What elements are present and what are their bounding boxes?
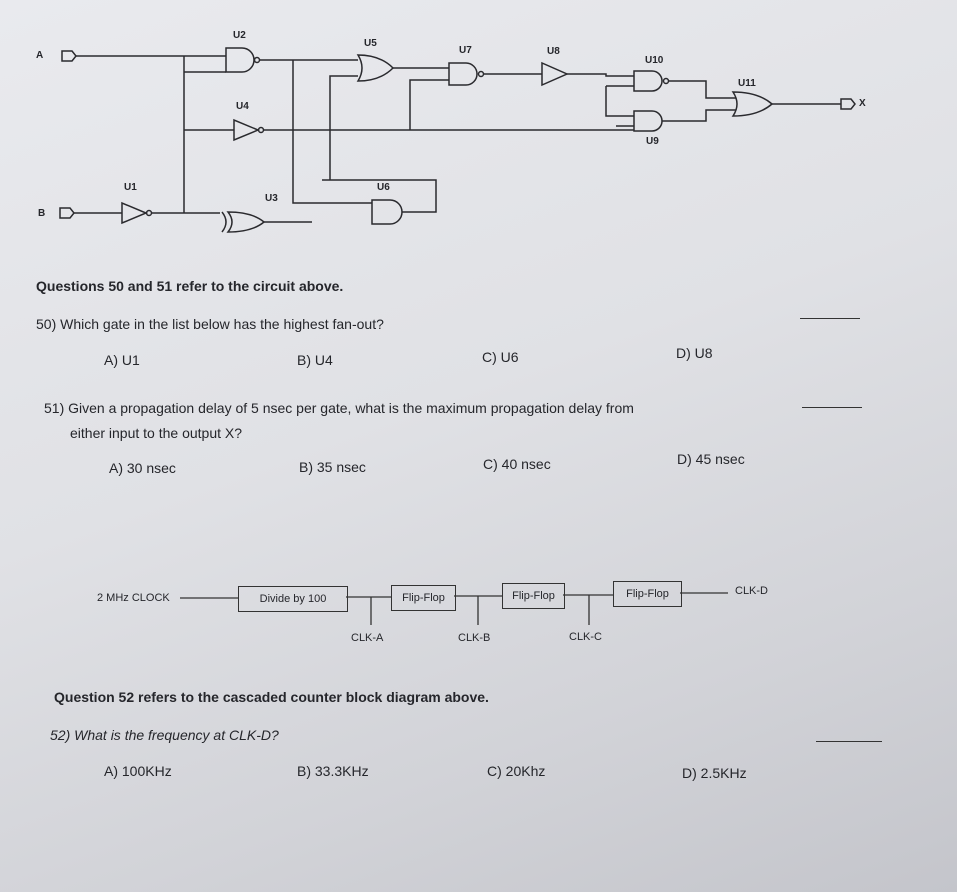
gate-u5-shape xyxy=(356,54,395,82)
gate-u1-label: U1 xyxy=(124,182,137,193)
q52-option-c[interactable]: C) 20Khz xyxy=(487,763,546,779)
gate-u7-shape xyxy=(448,62,478,86)
q51-option-a[interactable]: A) 30 nsec xyxy=(109,460,176,476)
answer-blank-52[interactable] xyxy=(816,741,882,742)
q51-option-b[interactable]: B) 35 nsec xyxy=(299,459,366,475)
question-50-text: 50) Which gate in the list below has the… xyxy=(36,316,384,332)
q50-option-a[interactable]: A) U1 xyxy=(104,352,140,368)
gate-u7-label: U7 xyxy=(459,45,472,56)
q50-option-c[interactable]: C) U6 xyxy=(482,349,519,365)
tap-clk-a-label: CLK-A xyxy=(351,632,384,644)
input-a-label: A xyxy=(36,50,44,61)
gate-u10-label: U10 xyxy=(645,55,664,66)
gate-u10-shape xyxy=(633,70,663,92)
gate-u8-label: U8 xyxy=(547,46,560,57)
block-divide-by-100: Divide by 100 xyxy=(238,586,348,612)
q51-option-c[interactable]: C) 40 nsec xyxy=(483,456,551,472)
gate-u6-shape xyxy=(371,199,403,225)
tap-clk-c-label: CLK-C xyxy=(569,631,603,643)
output-x-label: X xyxy=(859,98,866,109)
input-b-label: B xyxy=(38,208,46,219)
answer-blank-50[interactable] xyxy=(800,318,860,319)
question-51-text-line1: 51) Given a propagation delay of 5 nsec … xyxy=(44,400,634,416)
block-flip-flop-3: Flip-Flop xyxy=(613,581,682,607)
gate-u4-label: U4 xyxy=(236,101,249,112)
gate-u2-label: U2 xyxy=(233,30,246,41)
gate-u8-shape xyxy=(541,61,569,87)
circuit-questions-intro: Questions 50 and 51 refer to the circuit… xyxy=(36,278,344,294)
gate-u2-shape xyxy=(225,47,255,73)
gate-u11-shape xyxy=(731,91,774,117)
logic-circuit-diagram xyxy=(59,47,856,233)
tap-clk-b-label: CLK-B xyxy=(458,632,491,644)
gate-u9-label: U9 xyxy=(646,136,659,147)
q52-option-b[interactable]: B) 33.3KHz xyxy=(297,763,369,779)
q50-option-d[interactable]: D) U8 xyxy=(676,345,713,361)
q52-option-d[interactable]: D) 2.5KHz xyxy=(682,765,747,781)
gate-u6-label: U6 xyxy=(377,182,390,193)
output-x-pin xyxy=(840,98,856,110)
gate-u9-shape xyxy=(633,110,663,132)
gate-u3-shape xyxy=(226,211,266,233)
gate-u5-label: U5 xyxy=(364,38,377,49)
clock-source-label: 2 MHz CLOCK xyxy=(97,592,170,604)
output-clk-d-label: CLK-D xyxy=(735,585,769,597)
q50-option-b[interactable]: B) U4 xyxy=(297,352,333,368)
gate-u4-shape xyxy=(233,118,260,142)
gate-u1-shape xyxy=(121,201,148,225)
block-flip-flop-1: Flip-Flop xyxy=(391,585,456,611)
q51-option-d[interactable]: D) 45 nsec xyxy=(677,451,745,467)
question-51-text-line2: either input to the output X? xyxy=(70,425,243,441)
answer-blank-51[interactable] xyxy=(802,407,862,408)
question-52-text: 52) What is the frequency at CLK-D? xyxy=(50,727,279,743)
gate-u3-label: U3 xyxy=(265,193,278,204)
q52-option-a[interactable]: A) 100KHz xyxy=(104,763,172,779)
input-b-pin xyxy=(59,207,75,219)
input-a-pin xyxy=(61,50,77,62)
counter-question-intro: Question 52 refers to the cascaded count… xyxy=(54,689,489,705)
block-flip-flop-2: Flip-Flop xyxy=(502,583,565,609)
gate-u11-label: U11 xyxy=(738,78,756,89)
